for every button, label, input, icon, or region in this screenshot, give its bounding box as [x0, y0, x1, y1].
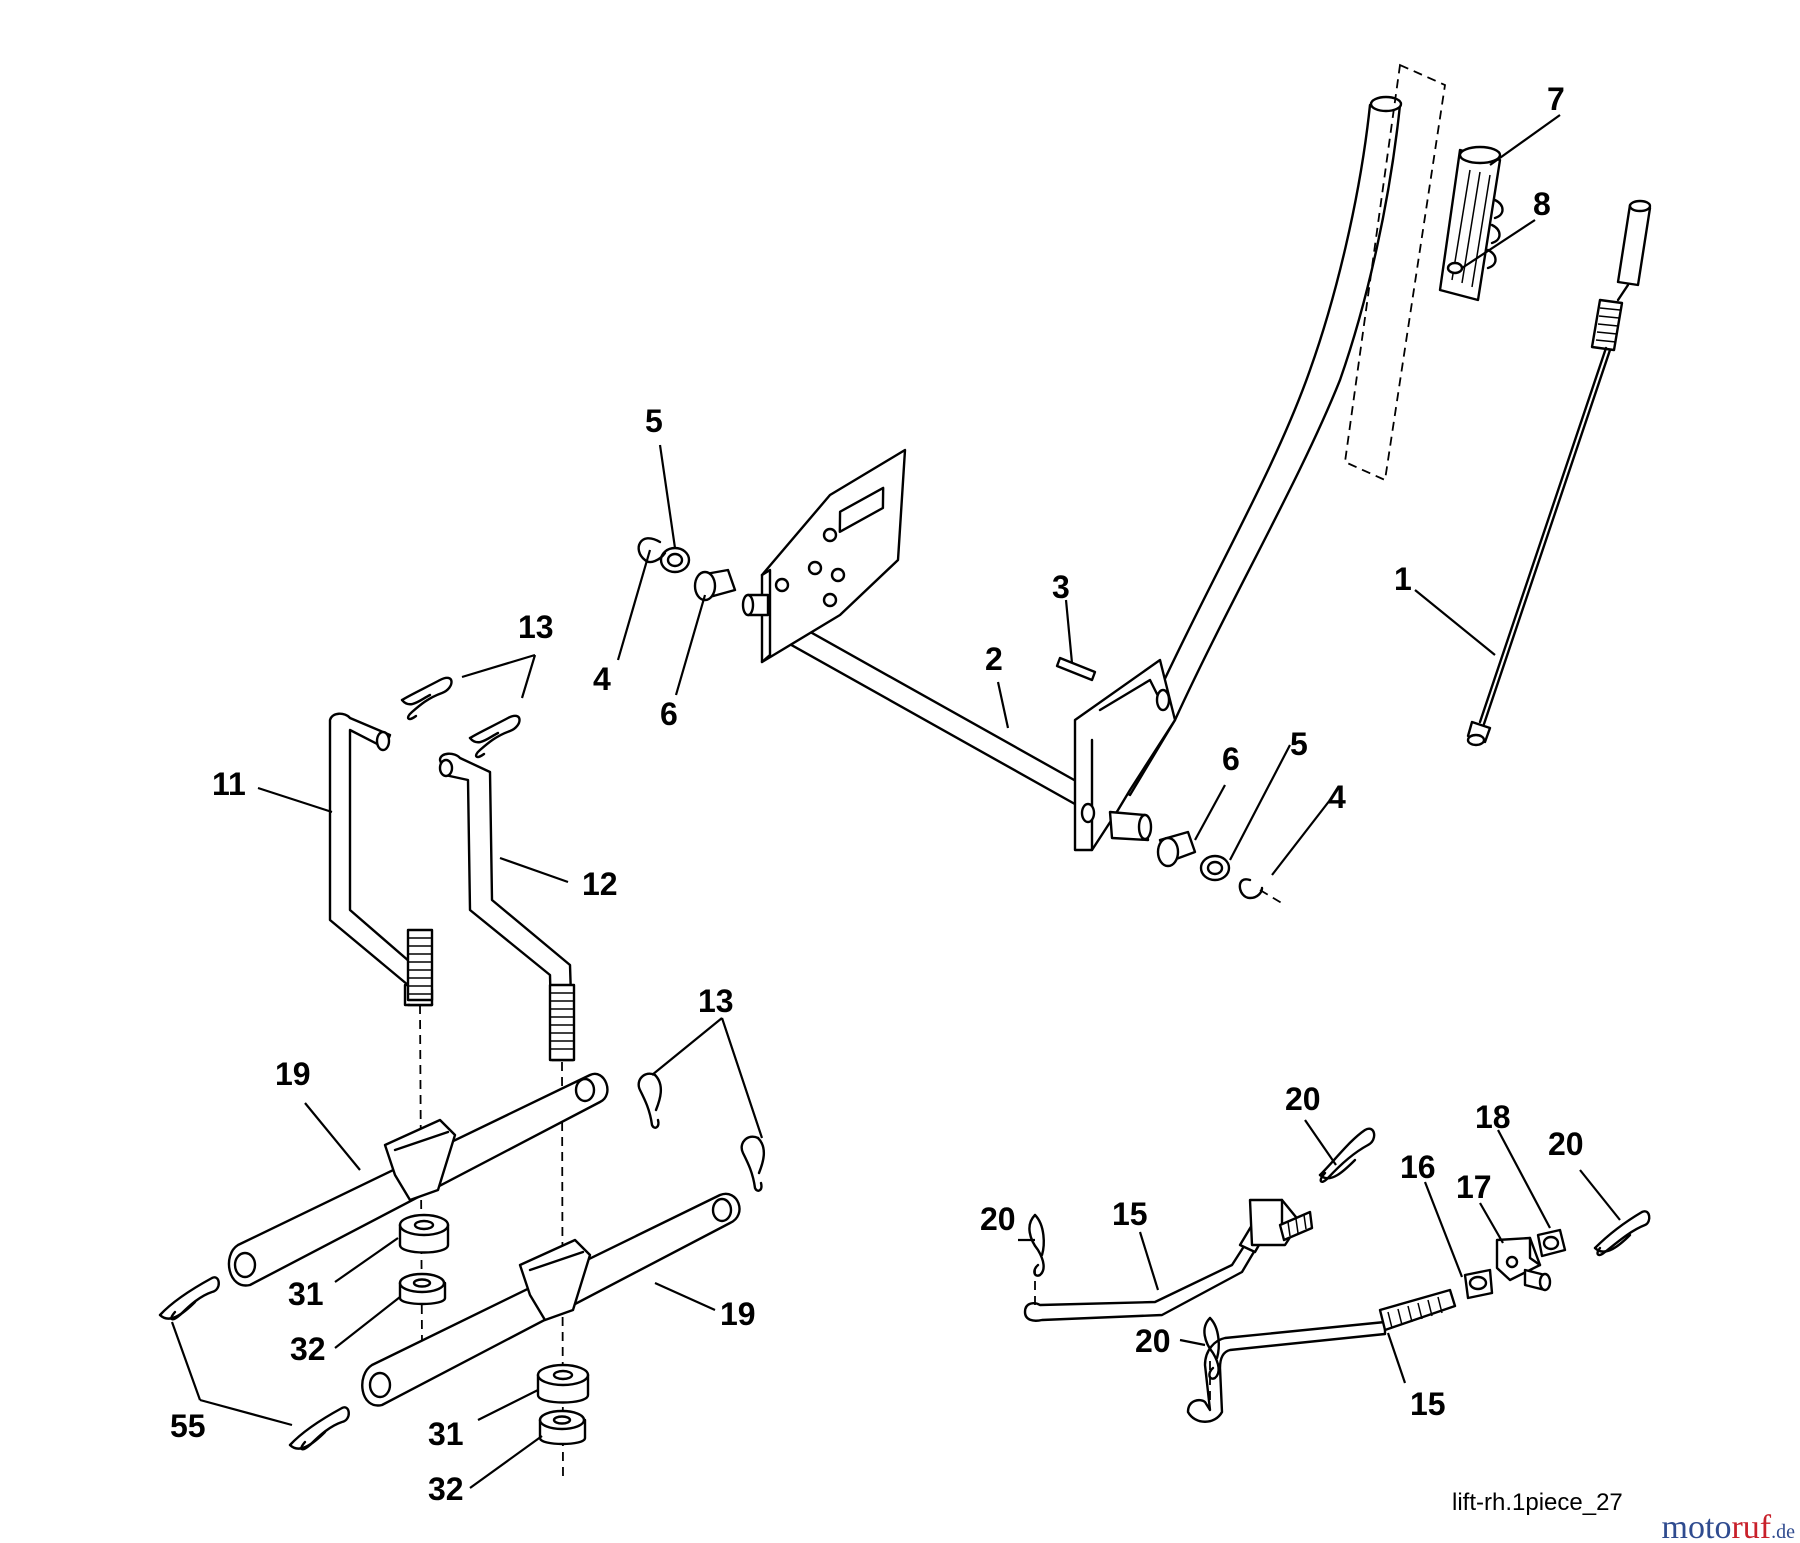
callout-55: 55 — [170, 1408, 206, 1444]
callout-13-lower: 13 — [698, 983, 734, 1019]
svg-text:motoruf.de: motoruf.de — [1662, 1509, 1796, 1543]
callout-5-left: 5 — [645, 403, 663, 439]
threaded-end — [548, 983, 576, 1062]
callout-32-upper: 32 — [290, 1331, 326, 1367]
callout-labels: 1 2 3 4 4 5 5 6 6 7 8 11 12 13 13 15 15 … — [170, 81, 1584, 1507]
callout-4-right: 4 — [1328, 779, 1346, 815]
logo-part-1: moto — [1662, 1509, 1732, 1543]
callout-6-right: 6 — [1222, 741, 1240, 777]
screw-part-8 — [1446, 261, 1464, 275]
callout-1: 1 — [1394, 561, 1412, 597]
nut-part-16 — [1463, 1268, 1494, 1300]
callout-5-right: 5 — [1290, 726, 1308, 762]
motoruf-logo: motoruf.de — [1662, 1509, 1796, 1543]
lift-arm-part-19-upper — [227, 1072, 609, 1287]
lift-arm-part-19-lower — [361, 1192, 741, 1407]
spring-rod-part-1 — [1466, 199, 1652, 747]
bushing-part-31-lower — [536, 1363, 590, 1404]
swivel-block-part-17 — [1495, 1236, 1552, 1292]
logo-part-2: ruf — [1731, 1509, 1771, 1543]
callout-20-right: 20 — [1548, 1126, 1584, 1162]
adjust-rod-part-15-upper — [1023, 1198, 1314, 1322]
lift-handle-part-2 — [766, 95, 1403, 852]
callout-16: 16 — [1400, 1149, 1436, 1185]
logo-suffix: .de — [1771, 1521, 1795, 1543]
left-bushing-washer-clip — [637, 537, 737, 602]
callout-20-top: 20 — [1285, 1081, 1321, 1117]
callout-15-upper: 15 — [1112, 1196, 1148, 1232]
hairpin-clip-part-13-lower — [637, 1072, 765, 1192]
threaded-end — [406, 928, 434, 1002]
callout-32-lower: 32 — [428, 1471, 464, 1507]
diagram-caption: lift-rh.1piece_27 — [1452, 1489, 1623, 1516]
callout-6-left: 6 — [660, 696, 678, 732]
lift-link-part-11 — [328, 712, 434, 1346]
callout-31-lower: 31 — [428, 1416, 464, 1452]
callout-8: 8 — [1533, 186, 1551, 222]
callout-4-left: 4 — [593, 661, 611, 697]
callout-11: 11 — [212, 766, 246, 802]
bushing-part-31-upper — [398, 1213, 450, 1254]
adjust-rod-part-15-lower — [1186, 1288, 1457, 1423]
callout-17: 17 — [1456, 1169, 1492, 1205]
right-bushing-washer-clip — [1156, 830, 1286, 906]
nut-part-32-upper — [398, 1272, 447, 1306]
callout-13-upper: 13 — [518, 609, 554, 645]
callout-2: 2 — [985, 641, 1003, 677]
hairpin-clip-part-20 — [1028, 1127, 1651, 1380]
callout-20-middle: 20 — [1135, 1323, 1171, 1359]
callout-3: 3 — [1052, 569, 1070, 605]
callout-19-lower: 19 — [720, 1296, 756, 1332]
roll-pin-part-3 — [1055, 656, 1097, 682]
callout-12: 12 — [582, 866, 618, 902]
callout-20-left: 20 — [980, 1201, 1016, 1237]
hairpin-clip-part-13-upper — [400, 676, 521, 759]
callout-7: 7 — [1547, 81, 1565, 117]
callout-31-upper: 31 — [288, 1276, 324, 1312]
leader-lines — [170, 114, 1621, 1489]
hairpin-clip-part-55 — [158, 1276, 350, 1451]
callout-19-upper: 19 — [275, 1056, 311, 1092]
nut-part-32-lower — [538, 1409, 587, 1446]
callout-15-lower: 15 — [1410, 1386, 1446, 1422]
mounting-plate — [741, 448, 907, 664]
nut-part-18 — [1536, 1228, 1567, 1258]
callout-18: 18 — [1475, 1099, 1511, 1135]
